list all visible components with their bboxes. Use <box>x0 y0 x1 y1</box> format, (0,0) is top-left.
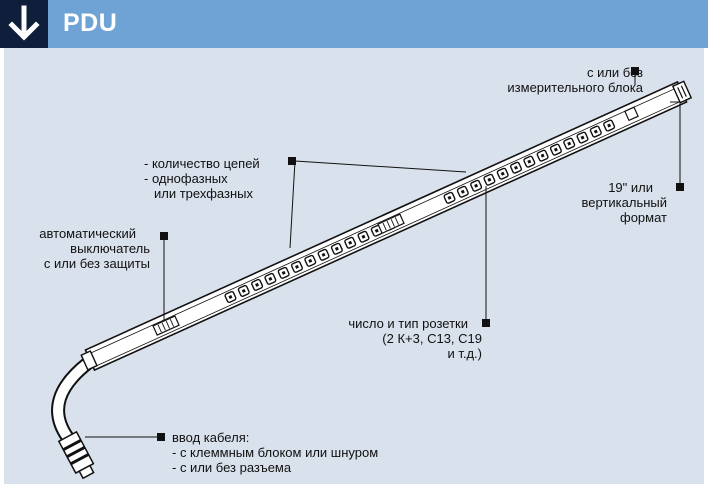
socket-pin <box>540 153 545 158</box>
strip-end-grip <box>680 85 687 97</box>
socket-pin <box>268 276 273 281</box>
socket-pin <box>308 258 313 263</box>
breaker-line <box>394 217 399 225</box>
diagram-panel <box>4 48 704 484</box>
breaker-label: автоматический выключатель с или без защ… <box>39 226 150 271</box>
socket-label: число и тип розетки (2 К+3, С13, С19 и т… <box>348 316 482 361</box>
cable-label: ввод кабеля: - с клеммным блоком или шну… <box>172 430 379 475</box>
pdu-strip <box>80 80 693 372</box>
socket-pin <box>607 123 612 128</box>
socket-pin <box>527 159 532 164</box>
arrow-down-icon <box>0 0 48 48</box>
socket-pin <box>255 282 260 287</box>
socket-pin <box>567 141 572 146</box>
socket-pin <box>228 294 233 299</box>
circuits-label: - количество цепей - однофазных или трех… <box>144 156 260 201</box>
socket-pin <box>348 240 353 245</box>
socket-pin <box>553 147 558 152</box>
breaker-line <box>161 322 166 331</box>
breaker-line <box>390 219 395 227</box>
breaker-line <box>169 319 175 327</box>
socket-pin <box>321 252 326 257</box>
breaker <box>152 315 180 336</box>
breaker-line <box>157 324 162 333</box>
leader-lines <box>85 67 684 441</box>
breaker-line <box>165 320 170 329</box>
socket-pin <box>281 270 286 275</box>
socket-pin <box>361 234 366 239</box>
page-title: PDU <box>63 9 118 37</box>
socket-pin <box>294 264 299 269</box>
socket-pin <box>460 189 465 194</box>
meter-label: с или без измерительного блока <box>507 65 643 95</box>
breaker-line <box>386 220 391 229</box>
meter-window <box>624 106 639 122</box>
socket-pin <box>334 246 339 251</box>
socket-pin <box>447 195 452 200</box>
breaker-line <box>382 222 387 231</box>
header-bar: PDU <box>0 0 708 48</box>
strip-edge-line <box>96 100 682 367</box>
socket-pin <box>374 228 379 233</box>
breaker <box>377 213 405 235</box>
power-cable <box>51 356 95 480</box>
socket-pin <box>474 183 479 188</box>
socket-pin <box>514 165 518 170</box>
strip-end-grip <box>677 87 684 99</box>
strip-end-cap <box>80 350 98 371</box>
socket-pin <box>487 177 492 182</box>
socket-pin <box>580 135 585 140</box>
strip-end-cap <box>671 80 693 104</box>
strip-edge-line <box>91 87 677 354</box>
socket-pin <box>500 171 505 176</box>
mount-label: 19" или вертикальный формат <box>581 180 668 225</box>
socket-pin <box>241 288 246 293</box>
socket-pin <box>593 129 598 134</box>
